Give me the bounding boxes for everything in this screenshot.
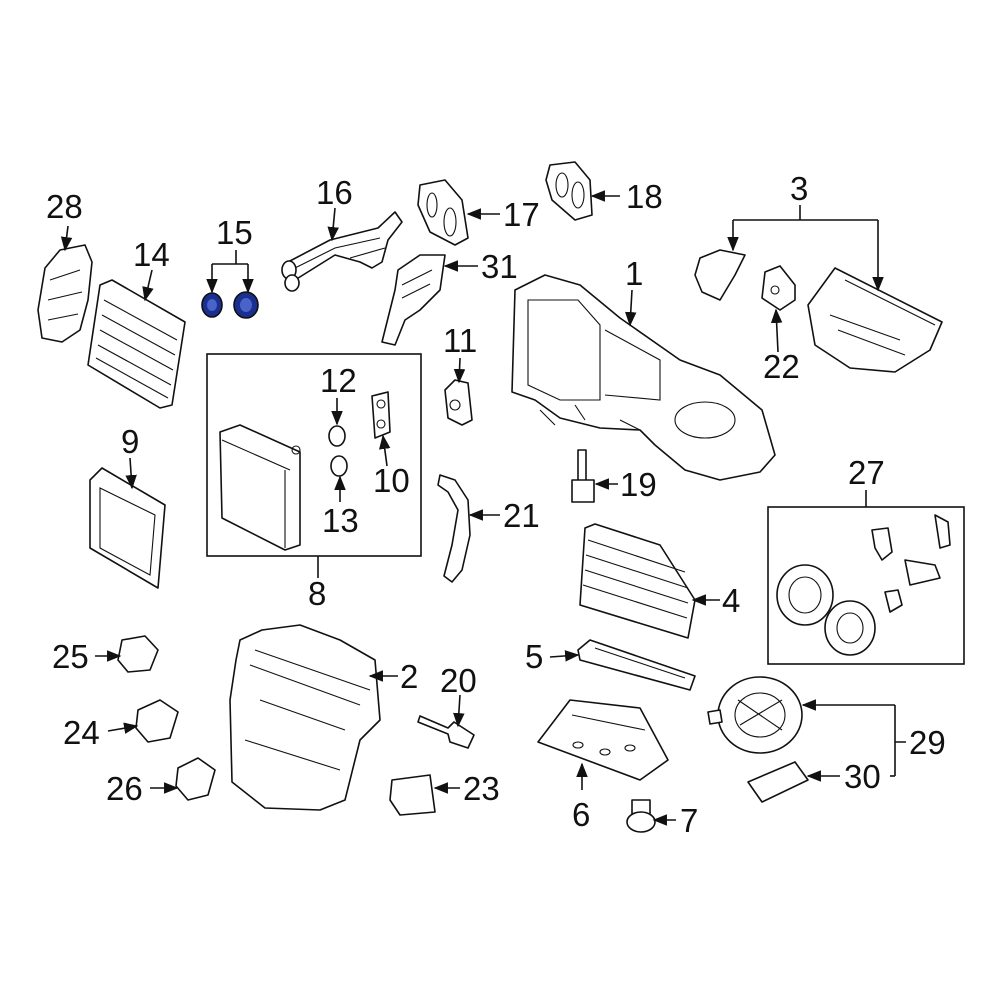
part-4-cabin-air-filter (579, 523, 696, 639)
callout-5: 5 (525, 638, 543, 675)
callout-21: 21 (503, 497, 540, 534)
part-1-hvac-housing (511, 274, 776, 481)
part-6-drain-tray (537, 699, 669, 781)
callout-6: 6 (572, 796, 590, 833)
part-27-blower-components (776, 514, 951, 656)
callout-16: 16 (316, 174, 353, 211)
part-18-seal (545, 161, 593, 221)
part-7-grommet (626, 799, 656, 833)
part-3-air-ducts (694, 249, 943, 373)
callout-18: 18 (626, 178, 663, 215)
part-10-expansion-valve (371, 391, 391, 439)
callout-19: 19 (620, 466, 657, 503)
part-8-evaporator-core (219, 424, 301, 551)
part-23-actuator (389, 774, 436, 816)
callout-7: 7 (680, 802, 698, 839)
part-2-lower-housing (229, 624, 381, 811)
callout-17: 17 (503, 196, 540, 233)
part-13-o-ring (330, 455, 348, 477)
callout-29: 29 (909, 724, 946, 761)
callout-13: 13 (322, 502, 359, 539)
part-30-blower-resistor (747, 761, 809, 803)
callout-15: 15 (216, 214, 253, 251)
part-9-filter-frame (89, 467, 166, 589)
callout-9: 9 (121, 423, 139, 460)
part-12-o-ring (328, 425, 346, 447)
group-frame-8 (206, 353, 422, 557)
part-14-heater-core (87, 279, 186, 409)
part-16-heater-pipes (281, 211, 403, 292)
callout-2: 2 (400, 658, 418, 695)
part-28-side-bracket (37, 244, 93, 343)
callout-28: 28 (46, 188, 83, 225)
callout-4: 4 (722, 582, 740, 619)
part-15-hose-clamps (201, 291, 259, 319)
part-20-sensor (417, 715, 475, 749)
callout-10: 10 (373, 462, 410, 499)
part-24-actuator (135, 699, 179, 743)
callout-labels: 28 14 15 16 17 18 31 1 3 22 11 12 10 13 … (46, 170, 946, 839)
part-25-actuator (117, 635, 159, 673)
callout-25: 25 (52, 638, 89, 675)
callout-30: 30 (844, 758, 881, 795)
part-19-temperature-sensor (571, 449, 595, 503)
part-29-blower-motor (707, 676, 803, 754)
part-11-pressure-switch (444, 379, 473, 426)
part-17-seal (417, 179, 469, 246)
callout-24: 24 (63, 714, 100, 751)
callout-12: 12 (320, 362, 357, 399)
part-21-refrigerant-hose (437, 474, 471, 583)
part-5-duct-panel (577, 639, 696, 691)
callout-23: 23 (463, 770, 500, 807)
callout-31: 31 (481, 248, 518, 285)
callout-14: 14 (133, 236, 170, 273)
callout-3: 3 (790, 170, 808, 207)
part-22-actuator (761, 265, 796, 311)
part-31-mounting-bracket (381, 254, 446, 346)
callout-11: 11 (443, 322, 477, 359)
part-26-actuator (175, 757, 216, 801)
leader-lines (60, 190, 906, 826)
callout-1: 1 (625, 255, 643, 292)
callout-22: 22 (763, 348, 800, 385)
callout-20: 20 (440, 662, 477, 699)
callout-8: 8 (308, 575, 326, 612)
callout-26: 26 (106, 770, 143, 807)
callout-27: 27 (848, 454, 885, 491)
